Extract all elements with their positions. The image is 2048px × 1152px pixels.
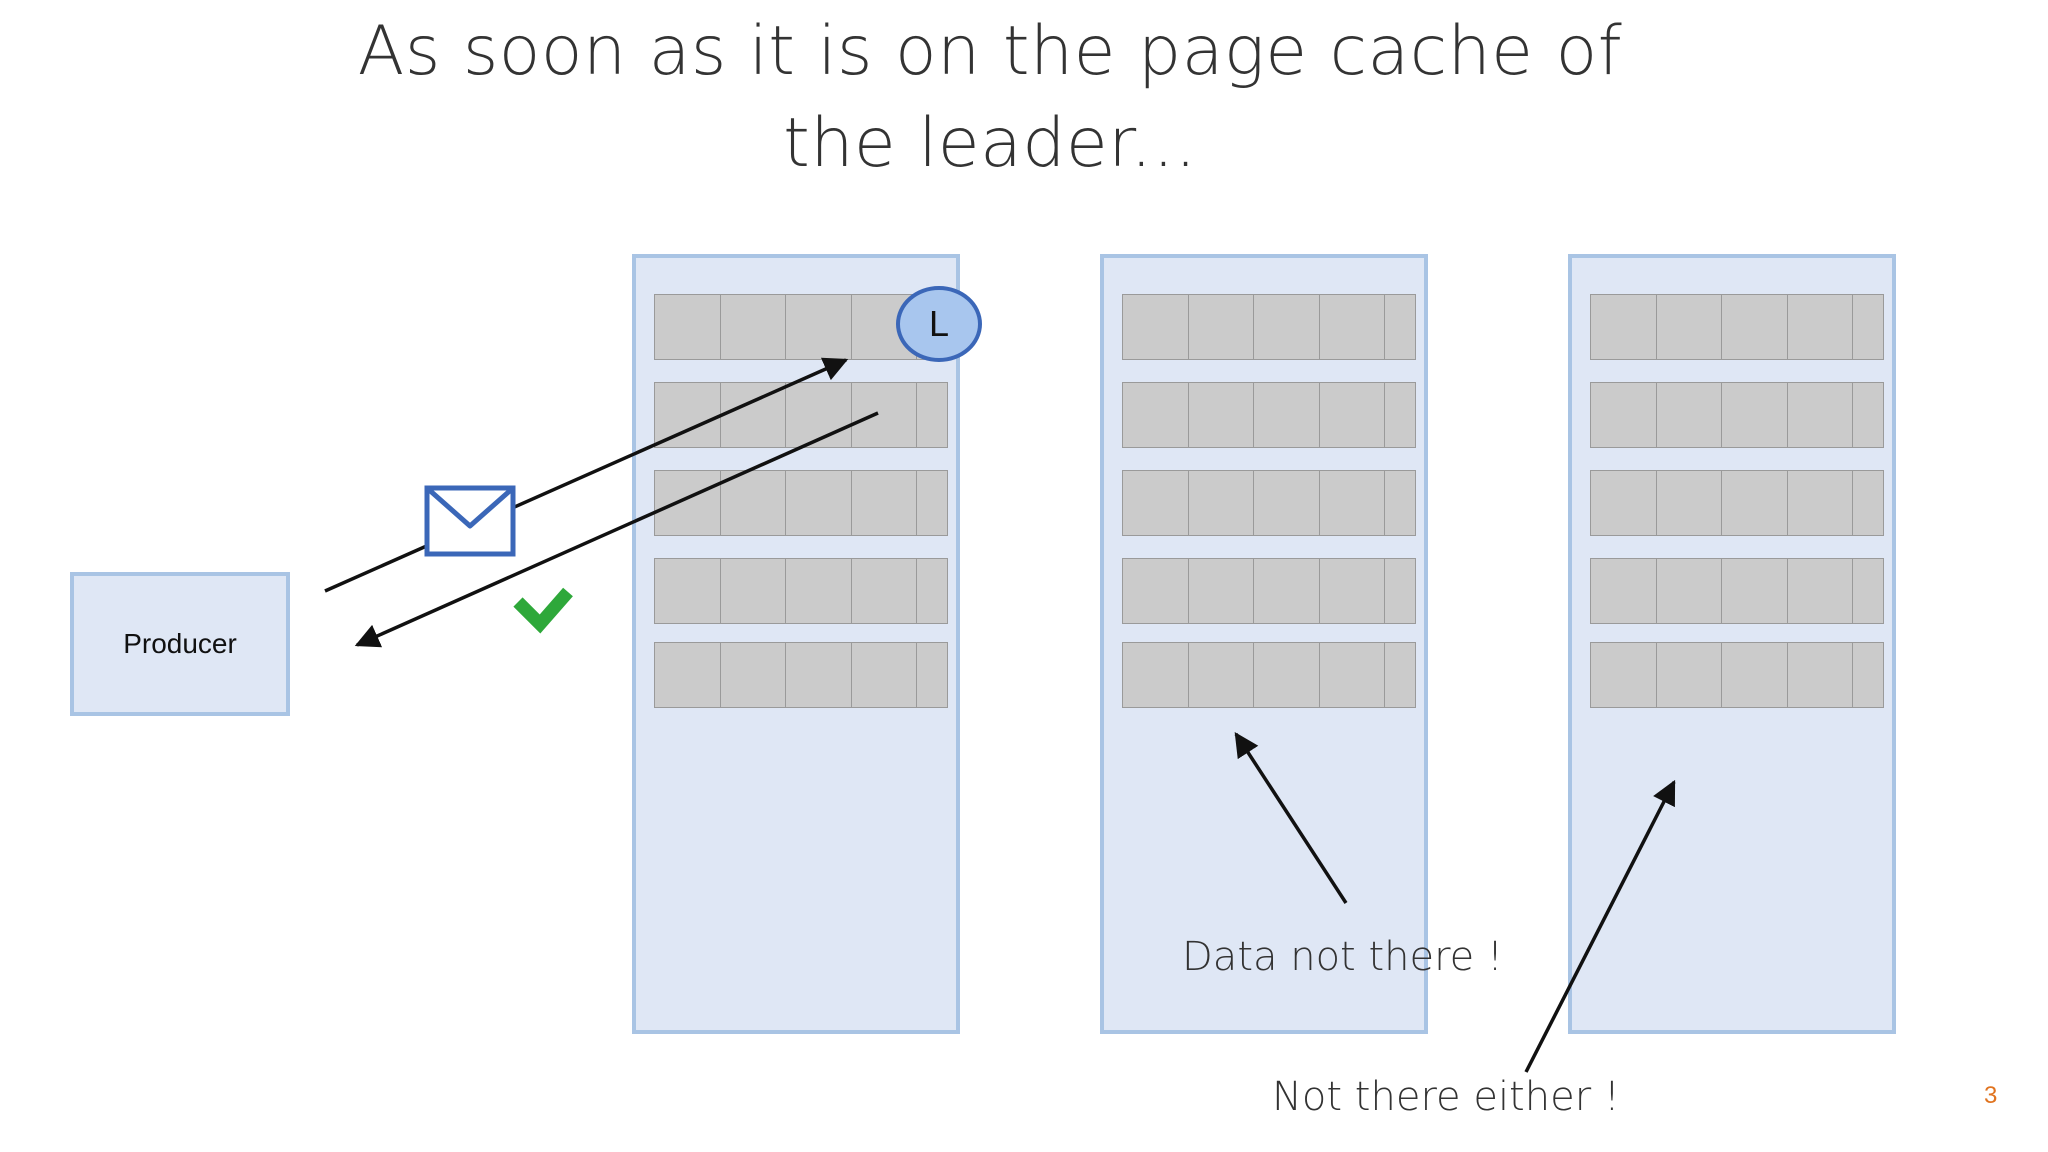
page-row bbox=[654, 470, 948, 536]
page-row bbox=[1590, 294, 1884, 360]
leader-badge: L bbox=[896, 286, 982, 362]
broker-leader bbox=[632, 254, 960, 1034]
annotation-not-there-either: Not there either ! bbox=[1272, 1074, 1620, 1120]
page-row bbox=[1122, 642, 1416, 708]
page-number: 3 bbox=[1984, 1082, 1998, 1109]
page-row bbox=[654, 382, 948, 448]
broker-follower-1 bbox=[1100, 254, 1428, 1034]
page-row bbox=[1122, 558, 1416, 624]
page-row bbox=[1590, 642, 1884, 708]
producer-box: Producer bbox=[70, 572, 290, 716]
envelope-icon bbox=[424, 485, 516, 557]
title-line-1: As soon as it is on the page cache of bbox=[357, 12, 1623, 91]
ack-arrow bbox=[354, 411, 879, 648]
broker-follower-2 bbox=[1568, 254, 1896, 1034]
annotation-arrow-right bbox=[1524, 779, 1676, 1073]
annotation-data-not-there: Data not there ! bbox=[1182, 934, 1504, 980]
slide-title: As soon as it is on the page cache of th… bbox=[260, 6, 1720, 190]
page-row bbox=[654, 642, 948, 708]
page-row bbox=[1122, 470, 1416, 536]
page-row bbox=[1590, 558, 1884, 624]
page-row bbox=[654, 558, 948, 624]
page-row bbox=[1590, 470, 1884, 536]
annotation-arrow-middle bbox=[1234, 731, 1348, 904]
page-row bbox=[1122, 294, 1416, 360]
page-row bbox=[1590, 382, 1884, 448]
title-line-2: the leader... bbox=[783, 104, 1197, 183]
send-arrow bbox=[324, 357, 849, 593]
page-row bbox=[1122, 382, 1416, 448]
checkmark-icon bbox=[513, 587, 573, 634]
